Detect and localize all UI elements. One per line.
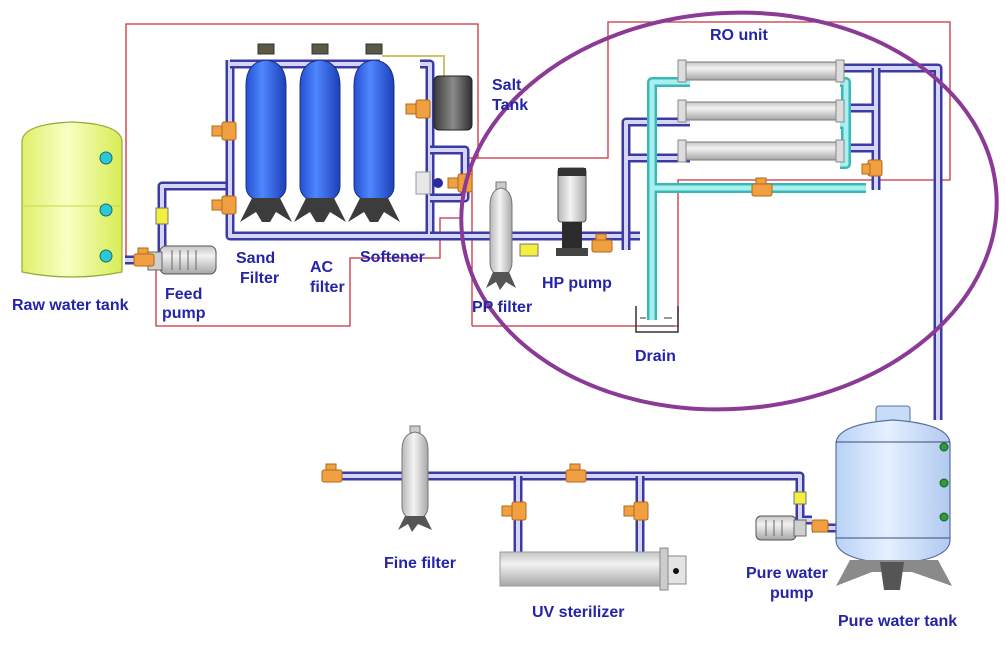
fine-filter (398, 425, 432, 532)
ac-filter-vessel (294, 43, 346, 222)
drain (635, 306, 679, 333)
valve-icon (591, 233, 613, 253)
valve-icon (811, 519, 829, 533)
level-sensor-icon (939, 478, 949, 488)
ro-unit-label: RO unit (710, 27, 768, 44)
ro-membrane (677, 59, 845, 83)
pure-water-pump-label-line2: pump (770, 585, 814, 602)
ro-highlight-ellipse (459, 10, 999, 412)
ro-membrane (677, 99, 845, 123)
raw-water-tank (21, 121, 123, 278)
salt-tank-label-line1: Salt (492, 77, 522, 94)
valves (133, 99, 883, 533)
salt-tank-label-line2: Tank (492, 97, 528, 114)
sand-filter-vessel (240, 43, 292, 222)
pure-water-tank (835, 405, 952, 590)
pp-filter-label: PP filter (472, 299, 532, 316)
valve-icon (211, 195, 237, 215)
ac-filter-label-line1: AC (310, 259, 334, 276)
sand-filter-label-line2: Filter (240, 270, 279, 287)
level-sensor-icon (939, 512, 949, 522)
uv-sterilizer-label: UV sterilizer (532, 604, 624, 621)
level-sensor-icon (939, 442, 949, 452)
sand-filter-label-line1: Sand (236, 250, 275, 267)
pure-water-pump-label-line1: Pure water (746, 565, 828, 582)
fine-filter-label: Fine filter (384, 555, 456, 572)
softener-vessel (348, 43, 400, 222)
valve-icon (405, 99, 431, 119)
pp-filter (486, 181, 539, 290)
ro-membrane (677, 139, 845, 163)
ac-filter-label-line2: filter (310, 279, 345, 296)
pure-water-pump (755, 491, 807, 541)
uv-sterilizer (499, 547, 687, 591)
valve-icon (751, 177, 773, 197)
drain-label: Drain (635, 348, 676, 365)
level-sensor-icon (99, 249, 113, 263)
level-sensor-icon (99, 151, 113, 165)
feed-pump-label-line1: Feed (165, 286, 202, 303)
valve-icon (565, 463, 587, 483)
valve-icon (623, 501, 649, 521)
valve-icon (133, 247, 155, 267)
feed-pump (147, 207, 217, 275)
hp-pump (556, 167, 588, 256)
raw-water-tank-label: Raw water tank (12, 297, 129, 314)
pretreatment-group-box (125, 23, 479, 327)
bypass-valve-icon (415, 171, 443, 195)
level-sensor-icon (99, 203, 113, 217)
pure-water-tank-label: Pure water tank (838, 613, 957, 630)
feed-pump-label-line2: pump (162, 305, 206, 322)
softener-label: Softener (360, 249, 425, 266)
ro-unit (677, 59, 845, 163)
salt-tank (382, 55, 473, 131)
hp-pump-label: HP pump (542, 275, 612, 292)
valve-icon (321, 463, 343, 483)
ro-group-box (471, 21, 951, 327)
valve-icon (501, 501, 527, 521)
valve-icon (211, 121, 237, 141)
labels: Raw water tank Feed pump Sand Filter AC … (12, 27, 957, 630)
valve-icon (861, 159, 883, 177)
